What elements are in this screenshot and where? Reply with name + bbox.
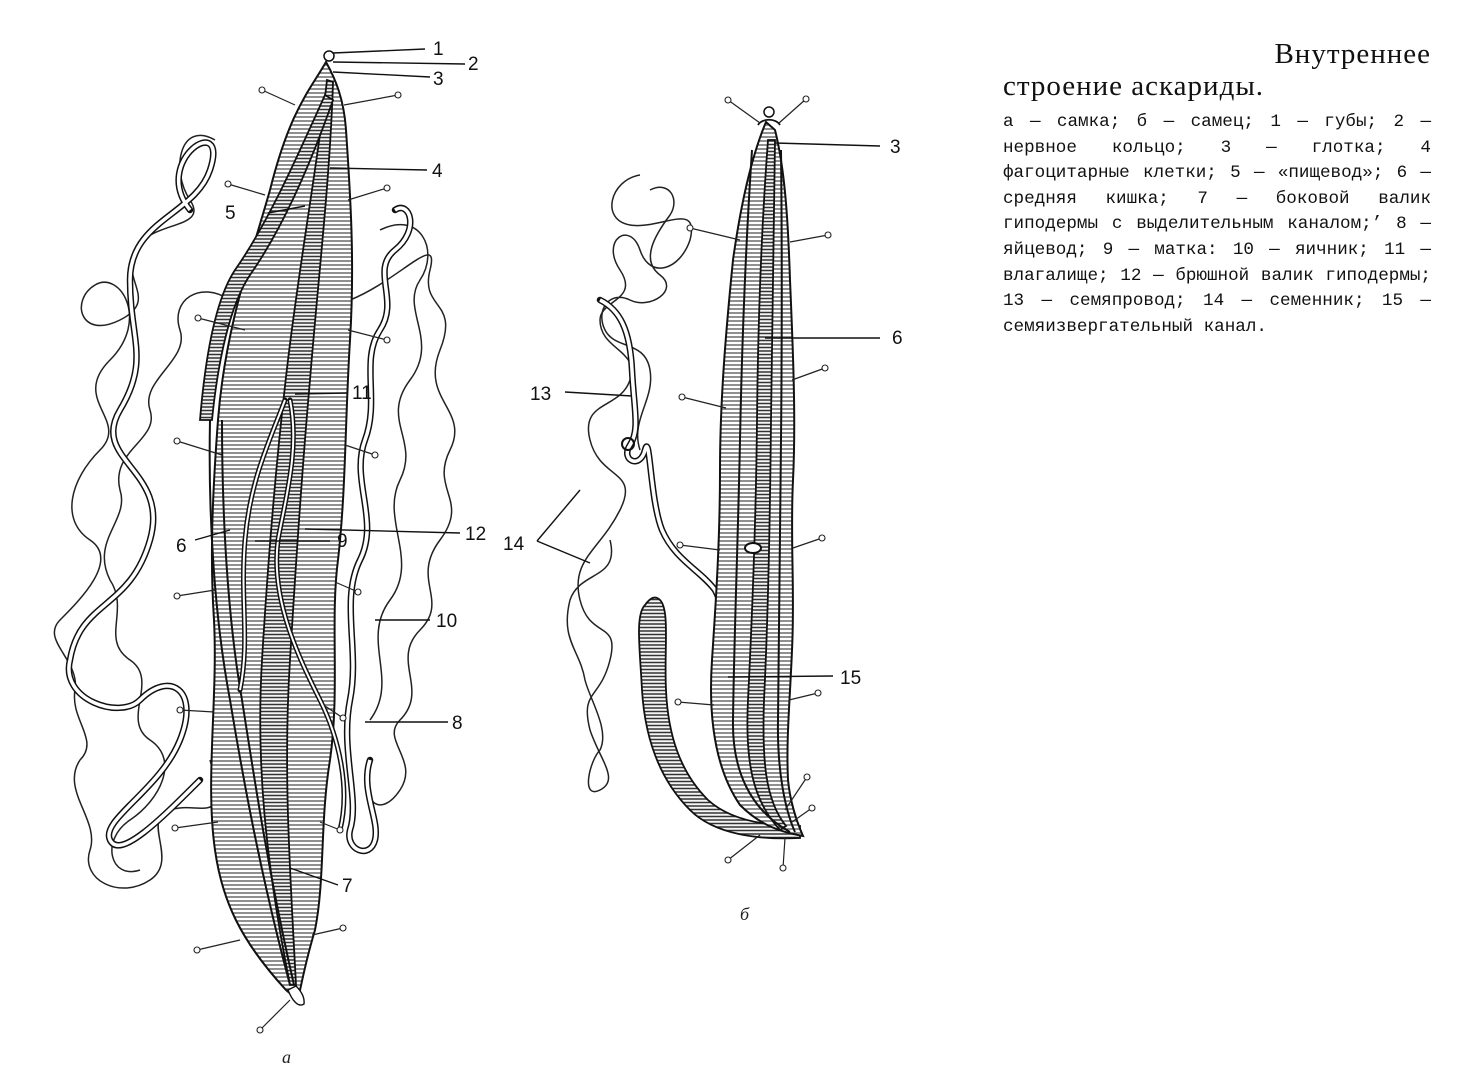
- male-ascaris: 3 6 13 14 15 б: [503, 95, 903, 924]
- caption-legend-text: а — самка; б — самец; 1 — губы; 2 — нерв…: [1003, 112, 1431, 337]
- male-leader-lines: [536, 142, 881, 678]
- label-12: 12: [465, 524, 486, 545]
- label-10: 10: [436, 611, 457, 632]
- label-1: 1: [433, 39, 444, 60]
- male-label-15: 15: [840, 668, 861, 689]
- label-11: 11: [352, 383, 372, 404]
- female-tail-tip: [287, 985, 305, 1006]
- female-lateral-ridge: [208, 419, 291, 986]
- ovary-right-coils-2: [369, 223, 429, 721]
- male-lateral-line-2: [776, 149, 796, 833]
- caption-title-line1: Внутреннее: [1274, 38, 1431, 70]
- label-9: 9: [337, 531, 348, 552]
- label-8: 8: [452, 713, 463, 734]
- male-head: [757, 118, 781, 126]
- male-midgut: [746, 139, 788, 832]
- label-2: 2: [468, 54, 479, 75]
- label-4: 4: [432, 161, 443, 182]
- male-lateral-line: [731, 149, 791, 833]
- label-3: 3: [433, 69, 444, 90]
- ovary-left-coils-2: [103, 291, 231, 873]
- male-label-13: 13: [530, 384, 551, 405]
- male-label-3: 3: [890, 137, 901, 158]
- oviduct-left: [65, 139, 217, 849]
- male-label-14: 14: [503, 534, 525, 555]
- female-leader-lines: [194, 48, 466, 886]
- female-lips: [323, 50, 335, 62]
- caption-title-line2: строение аскариды.: [1003, 70, 1265, 102]
- male-label-6: 6: [892, 328, 903, 349]
- label-7: 7: [342, 876, 353, 897]
- ovary-right-coils: [349, 254, 456, 806]
- male-lips: [763, 106, 775, 118]
- label-5: 5: [225, 203, 236, 224]
- female-sublabel: а: [282, 1047, 291, 1067]
- testis-coils: [566, 174, 693, 793]
- testis-coils-2: [601, 186, 675, 451]
- male-pins: [674, 95, 832, 872]
- female-pins: [171, 86, 402, 1034]
- female-ascaris: 1 2 3 4 5 11 12 9 6 10 8 7 а: [53, 39, 486, 1067]
- label-6: 6: [176, 536, 187, 557]
- male-sublabel: б: [740, 904, 750, 924]
- figure-caption: Внутреннее строение аскариды. а — самка;…: [1003, 38, 1431, 340]
- female-lateral-ridge-inner: [221, 419, 295, 986]
- male-duct-coil: [744, 542, 762, 554]
- female-midgut: [259, 78, 334, 986]
- male-vas-loop: [621, 437, 635, 451]
